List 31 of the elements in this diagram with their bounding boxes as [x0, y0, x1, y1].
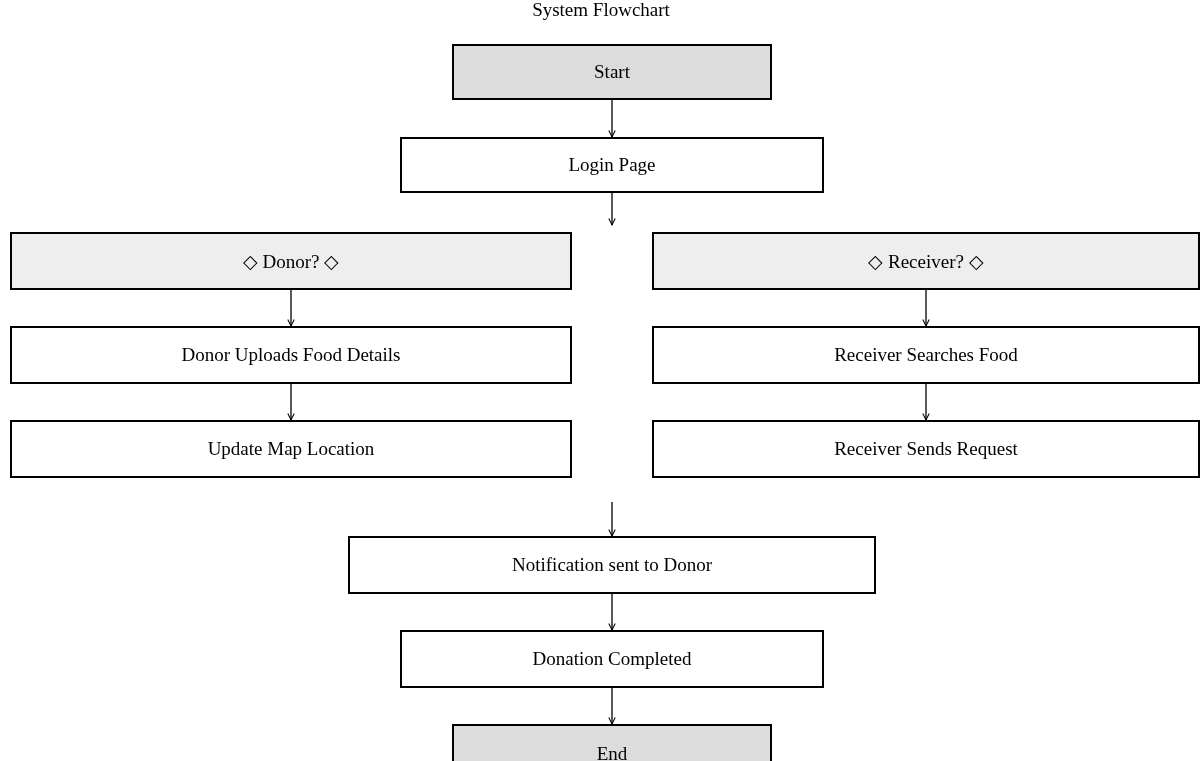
arrow — [608, 501, 616, 537]
process-box — [652, 326, 1200, 384]
arrow — [608, 99, 616, 138]
arrow — [608, 192, 616, 226]
arrow — [922, 289, 930, 327]
node-label: ◇ Donor? ◇ — [242, 249, 340, 273]
node-label: Receiver Searches Food — [834, 344, 1018, 366]
arrow — [608, 593, 616, 631]
node-label: End — [596, 743, 628, 761]
arrow — [287, 383, 295, 421]
node-label: Start — [594, 61, 630, 83]
node-label: Notification sent to Donor — [512, 554, 712, 576]
process-box — [10, 420, 572, 478]
node-label: Donation Completed — [532, 648, 692, 670]
process-box — [348, 536, 876, 594]
arrow — [287, 289, 295, 327]
process-box — [10, 326, 572, 384]
node-label: Receiver Sends Request — [834, 438, 1018, 460]
arrow — [922, 383, 930, 421]
arrow — [608, 687, 616, 725]
decision-box — [652, 232, 1200, 290]
node-label: Donor Uploads Food Details — [181, 344, 401, 366]
process-box — [400, 630, 824, 688]
process-box — [400, 137, 824, 193]
node-label: ◇ Receiver? ◇ — [868, 249, 984, 273]
process-box — [652, 420, 1200, 478]
chart-title: System Flowchart — [532, 0, 670, 20]
node-label: Login Page — [568, 154, 656, 176]
terminal-box — [452, 44, 772, 100]
decision-box — [10, 232, 572, 290]
node-label: Update Map Location — [207, 438, 375, 460]
